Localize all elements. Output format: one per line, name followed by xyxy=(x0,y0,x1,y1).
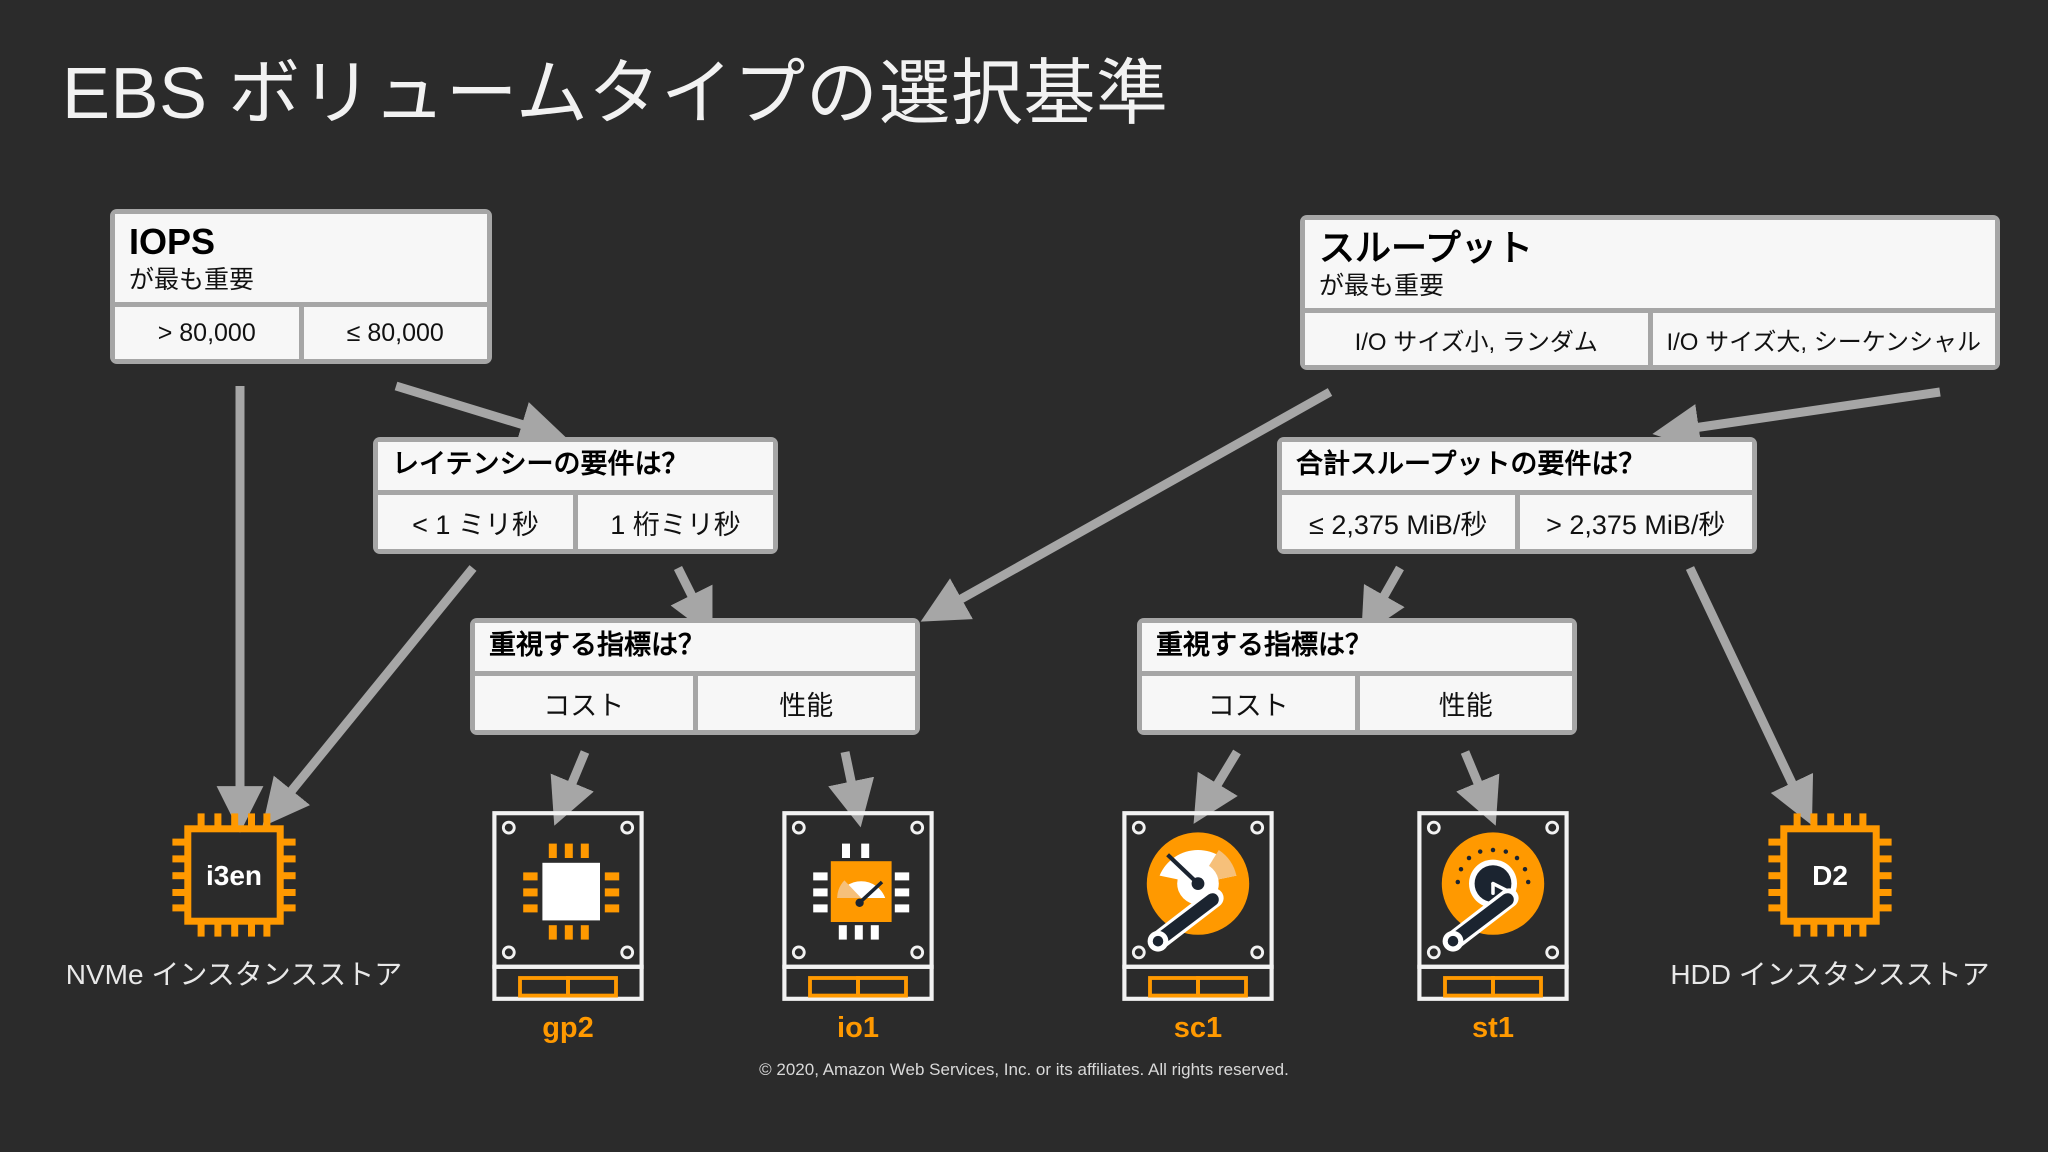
chip-label: D2 xyxy=(1812,860,1848,891)
card-options: ≤ 2,375 MiB/秒 > 2,375 MiB/秒 xyxy=(1282,495,1752,549)
option-metric-performance[interactable]: 性能 xyxy=(1359,676,1572,730)
card-header: 重視する指標は？ xyxy=(1142,623,1572,671)
leaf-caption: sc1 xyxy=(1173,1012,1223,1044)
leaf-node-i3en[interactable]: i3en NVMe インスタンスストア xyxy=(64,805,404,993)
ssd-provisioned-iops-icon xyxy=(782,811,934,1001)
option-latency-sub-ms[interactable]: < 1 ミリ秒 xyxy=(378,495,573,549)
leaf-node-gp2[interactable]: gp2 xyxy=(488,808,648,1045)
decision-card-iops[interactable]: IOPS が最も重要 > 80,000 ≤ 80,000 xyxy=(110,209,492,364)
leaf-caption: HDD インスタンスストア xyxy=(1670,959,1990,990)
card-title: 重視する指標は？ xyxy=(489,630,705,660)
decision-card-metric-right[interactable]: 重視する指標は？ コスト 性能 xyxy=(1137,618,1577,735)
page-title: EBS ボリュームタイプの選択基準 xyxy=(62,54,1169,134)
option-io-large-sequential[interactable]: I/O サイズ大, シーケンシャル xyxy=(1652,313,1995,365)
decision-card-latency[interactable]: レイテンシーの要件は？ < 1 ミリ秒 1 桁ミリ秒 xyxy=(373,437,778,554)
card-header: レイテンシーの要件は？ xyxy=(378,442,773,490)
option-metric-cost[interactable]: コスト xyxy=(475,676,693,730)
leaf-node-st1[interactable]: st1 xyxy=(1413,808,1573,1045)
option-metric-cost[interactable]: コスト xyxy=(1142,676,1355,730)
hdd-cold-icon xyxy=(1122,811,1274,1001)
card-title: レイテンシーの要件は？ xyxy=(392,449,689,479)
card-header: スループット が最も重要 xyxy=(1305,220,1995,308)
card-subtitle: が最も重要 xyxy=(129,266,255,295)
option-iops-lte[interactable]: ≤ 80,000 xyxy=(303,307,487,359)
leaf-caption: st1 xyxy=(1472,1012,1514,1044)
option-tput-gt-2375[interactable]: > 2,375 MiB/秒 xyxy=(1519,495,1752,549)
card-title: 重視する指標は？ xyxy=(1156,630,1372,660)
leaf-caption: gp2 xyxy=(542,1012,594,1044)
leaf-node-io1[interactable]: io1 xyxy=(778,808,938,1045)
ssd-volume-icon xyxy=(492,811,644,1001)
leaf-caption: io1 xyxy=(837,1012,879,1044)
card-title: IOPS xyxy=(129,221,216,262)
cpu-chip-icon: i3en xyxy=(172,813,296,937)
card-options: I/O サイズ小, ランダム I/O サイズ大, シーケンシャル xyxy=(1305,313,1995,365)
card-header: IOPS が最も重要 xyxy=(115,214,487,302)
leaf-node-sc1[interactable]: sc1 xyxy=(1118,808,1278,1045)
copyright-footer: © 2020, Amazon Web Services, Inc. or its… xyxy=(759,1060,1289,1079)
card-options: コスト 性能 xyxy=(475,676,915,730)
decision-card-total-throughput[interactable]: 合計スループットの要件は？ ≤ 2,375 MiB/秒 > 2,375 MiB/… xyxy=(1277,437,1757,554)
card-title: スループット xyxy=(1319,227,1533,268)
card-options: > 80,000 ≤ 80,000 xyxy=(115,307,487,359)
card-title: 合計スループットの要件は？ xyxy=(1296,449,1646,479)
option-tput-lte-2375[interactable]: ≤ 2,375 MiB/秒 xyxy=(1282,495,1515,549)
leaf-node-d2[interactable]: D2 HDD インスタンスストア xyxy=(1660,805,2000,993)
cpu-chip-icon: D2 xyxy=(1768,813,1892,937)
chip-label: i3en xyxy=(206,860,262,891)
option-io-small-random[interactable]: I/O サイズ小, ランダム xyxy=(1305,313,1648,365)
decision-card-metric-left[interactable]: 重視する指標は？ コスト 性能 xyxy=(470,618,920,735)
option-metric-performance[interactable]: 性能 xyxy=(697,676,915,730)
card-options: コスト 性能 xyxy=(1142,676,1572,730)
card-subtitle: が最も重要 xyxy=(1319,272,1445,301)
leaf-caption: NVMe インスタンスストア xyxy=(65,959,403,990)
card-options: < 1 ミリ秒 1 桁ミリ秒 xyxy=(378,495,773,549)
decision-card-throughput[interactable]: スループット が最も重要 I/O サイズ小, ランダム I/O サイズ大, シー… xyxy=(1300,215,2000,370)
option-latency-single-digit-ms[interactable]: 1 桁ミリ秒 xyxy=(578,495,773,549)
hdd-throughput-icon xyxy=(1417,811,1569,1001)
option-iops-gt[interactable]: > 80,000 xyxy=(115,307,299,359)
card-header: 合計スループットの要件は？ xyxy=(1282,442,1752,490)
card-header: 重視する指標は？ xyxy=(475,623,915,671)
